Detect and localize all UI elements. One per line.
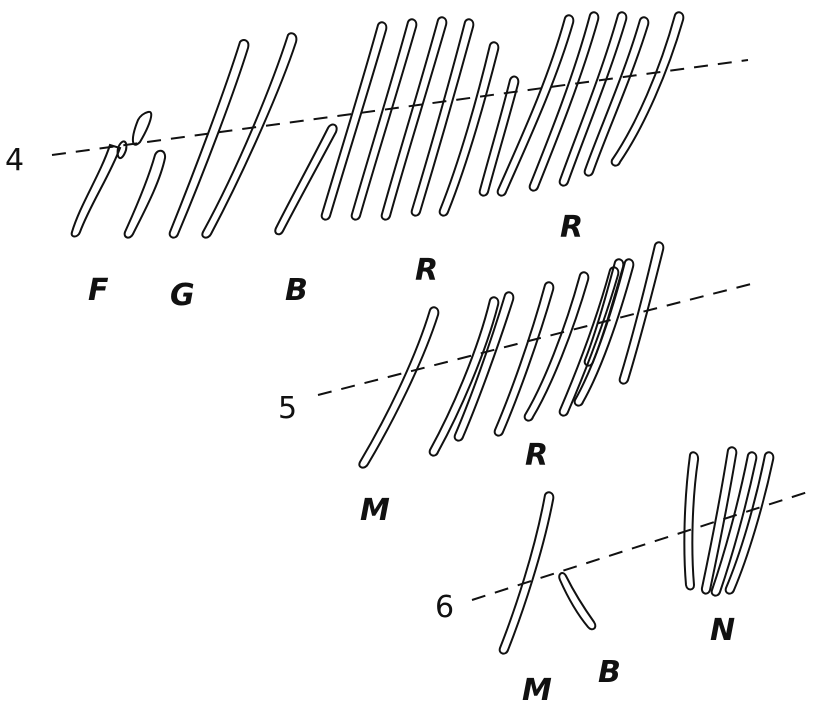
row-5: 5 M R bbox=[278, 242, 755, 528]
row-4-strand bbox=[170, 40, 249, 238]
row-5-strand bbox=[359, 307, 438, 467]
row-4-strand bbox=[72, 145, 120, 237]
row-5-axis-line bbox=[318, 283, 755, 395]
row-6: 6 M B N bbox=[435, 447, 814, 708]
row-5-strand bbox=[620, 242, 664, 383]
row-4: 4 F G B R bbox=[5, 12, 748, 313]
row-5-strand bbox=[430, 297, 499, 455]
row-6-strand bbox=[684, 452, 698, 589]
row-4-label-R2: R bbox=[560, 210, 583, 245]
row-4-strand bbox=[352, 19, 417, 219]
row-4-label-F: F bbox=[88, 273, 109, 308]
row-6-number: 6 bbox=[435, 590, 454, 625]
row-6-strand bbox=[500, 492, 554, 653]
row-6-label-M: M bbox=[522, 673, 552, 708]
row-4-strand bbox=[275, 125, 336, 235]
row-4-number: 4 bbox=[5, 143, 24, 178]
row-4-axis-line bbox=[52, 60, 748, 155]
row-4-label-G: G bbox=[170, 278, 195, 313]
row-6-label-N: N bbox=[710, 613, 735, 648]
row-5-label-R: R bbox=[525, 438, 548, 473]
row-4-strands bbox=[72, 12, 684, 237]
row-5-strand bbox=[495, 282, 554, 435]
row-4-strand bbox=[382, 17, 447, 219]
row-6-strand bbox=[712, 452, 757, 595]
row-5-number: 5 bbox=[278, 391, 297, 426]
row-6-strand bbox=[559, 573, 595, 629]
row-4-strand bbox=[125, 151, 165, 238]
row-4-strand bbox=[133, 112, 151, 145]
row-4-label-R1: R bbox=[415, 253, 438, 288]
row-5-strands bbox=[359, 242, 663, 467]
row-4-strand bbox=[612, 12, 684, 165]
row-5-strand bbox=[525, 272, 589, 420]
row-5-strand bbox=[455, 292, 514, 440]
row-5-label-M: M bbox=[360, 493, 390, 528]
row-4-label-B: B bbox=[285, 273, 308, 308]
row-6-label-B: B bbox=[598, 655, 621, 690]
row-4-strand bbox=[412, 19, 474, 215]
row-4-strand bbox=[322, 22, 387, 219]
